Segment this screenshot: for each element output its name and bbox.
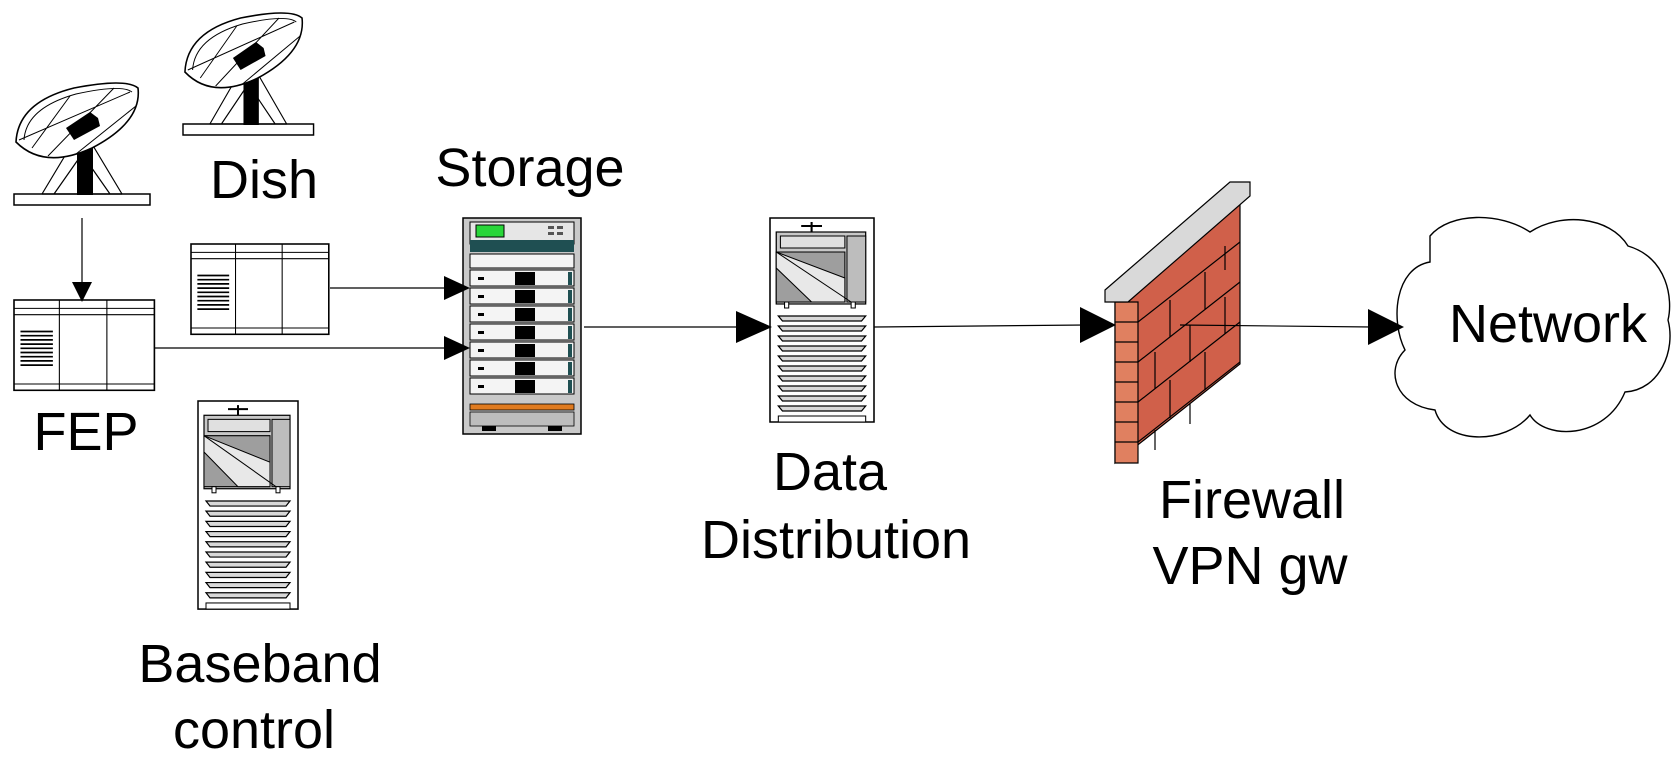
front-end-processor-icon [13, 299, 156, 392]
fep-label: FEP [33, 402, 139, 462]
baseband-label-line2: control [172, 700, 336, 760]
storage-label: Storage [435, 138, 625, 198]
connector-distribution-to-firewall [873, 307, 1116, 343]
cloud-icon [1394, 216, 1671, 438]
storage-rack-icon [462, 217, 582, 435]
tower-server-icon [196, 399, 300, 611]
baseband-label-line1: Baseband [138, 634, 382, 694]
data-distribution-label-line2: Distribution [700, 510, 972, 570]
firewall-label-line2: VPN gw [1152, 536, 1348, 596]
dish-icon [182, 12, 315, 136]
data-distribution-label-line1: Data [772, 442, 888, 502]
firewall-label-line1: Firewall [1158, 470, 1346, 530]
network-label: Network [1448, 294, 1648, 354]
front-end-processor-icon [190, 243, 330, 336]
connector-fep-to-storage [330, 276, 470, 300]
tower-server-icon [768, 216, 876, 424]
connector-dish-to-fep [72, 218, 92, 302]
connector-firewall-to-network [1179, 309, 1404, 345]
connector-storage-to-distribution [584, 311, 772, 343]
dish-icon [13, 82, 151, 206]
brick-wall-icon [1104, 181, 1251, 465]
dish-label: Dish [209, 150, 319, 210]
connector-fep-to-storage [154, 336, 470, 360]
